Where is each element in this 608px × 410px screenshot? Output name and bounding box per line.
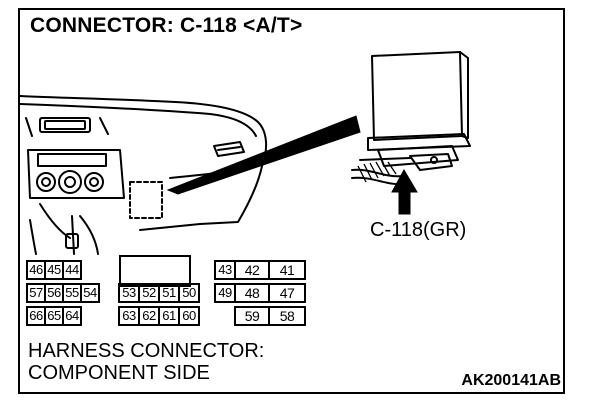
pin-cell: 46 (26, 260, 46, 280)
pin-cell: 66 (26, 306, 46, 326)
pin-cell: 43 (214, 260, 236, 280)
pin-cell: 60 (178, 306, 200, 326)
pin-cell: 55 (62, 283, 82, 303)
pin-cell: 63 (118, 306, 140, 326)
pin-cell: 50 (178, 283, 200, 303)
pin-cell: 49 (214, 283, 236, 303)
pin-cell: 44 (62, 260, 82, 280)
diagram-frame (18, 8, 565, 394)
pin-cell: 45 (44, 260, 64, 280)
pin-cell: 54 (80, 283, 100, 303)
pin-cell: 53 (118, 283, 140, 303)
pin-cell: 65 (44, 306, 64, 326)
pin-cell: 41 (268, 260, 306, 280)
pin-cell: 58 (268, 306, 306, 326)
pin-cell: 52 (138, 283, 160, 303)
caption-line-1: HARNESS CONNECTOR: (28, 340, 265, 362)
pin-cell: 56 (44, 283, 64, 303)
connector-callout-label: C-118(GR) (370, 219, 467, 241)
pin-cell: 48 (234, 283, 270, 303)
pin-cell: 64 (62, 306, 82, 326)
pin-cell: 51 (158, 283, 180, 303)
figure-code: AK200141AB (461, 372, 561, 389)
pin-cell: 57 (26, 283, 46, 303)
connector-title: CONNECTOR: C-118 <A/T> (30, 14, 303, 37)
pin-cell: 59 (234, 306, 270, 326)
pin-cell: 61 (158, 306, 180, 326)
caption-line-2: COMPONENT SIDE (28, 362, 210, 384)
pin-cell: 47 (268, 283, 306, 303)
pin-cell: 42 (234, 260, 270, 280)
pin-cell: 62 (138, 306, 160, 326)
